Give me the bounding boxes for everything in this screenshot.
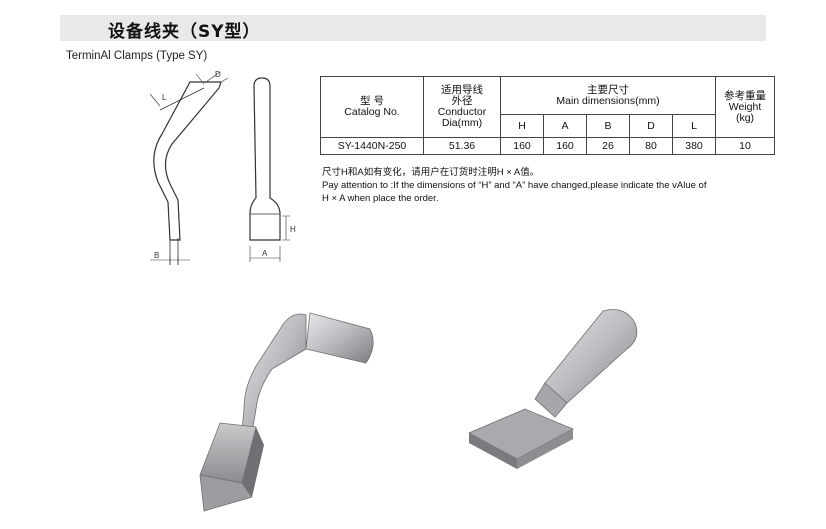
- title-bar: 设备线夹（SY型）: [60, 15, 766, 42]
- header-conductor-cn2: 外径: [451, 95, 473, 107]
- cell-h: 160: [500, 137, 544, 155]
- table-row: SY-1440N-250 51.36 160 160 26 80 380 10: [320, 137, 775, 155]
- dim-label-l: L: [162, 93, 167, 102]
- page-title: 设备线夹（SY型）: [108, 22, 261, 42]
- header-conductor: 适用导线 外径 Conductor Dia(mm): [423, 76, 501, 138]
- dim-label-d: D: [215, 70, 221, 79]
- technical-drawing: L D H A B: [149, 70, 296, 265]
- order-notes: 尺寸H和A如有变化，请用户在订货时注明H × A值。 Pay attention…: [322, 166, 762, 205]
- header-conductor-en2: Dia(mm): [441, 117, 483, 129]
- dim-label-b: B: [154, 251, 159, 260]
- note-en-2: H × A when place the order.: [322, 193, 439, 204]
- note-cn: 尺寸H和A如有变化，请用户在订货时注明H × A值。: [322, 167, 540, 178]
- cell-l: 380: [672, 137, 716, 155]
- header-dim-h: H: [500, 114, 544, 138]
- header-dim-a: A: [543, 114, 587, 138]
- product-photo-straight: [468, 309, 638, 469]
- header-dim-b: B: [586, 114, 630, 138]
- table-subheader-row: H A B D L: [321, 114, 775, 138]
- header-model-en: Catalog No.: [344, 106, 400, 118]
- dim-label-h: H: [290, 225, 296, 234]
- spec-table: 型 号 Catalog No. 适用导线 外径 Conductor Dia(mm…: [320, 76, 775, 155]
- header-dims-en: Main dimensions(mm): [556, 94, 660, 107]
- page-subtitle: TerminAl Clamps (Type SY): [66, 50, 208, 62]
- header-dims-cn: 主要尺寸: [587, 83, 629, 96]
- header-weight: 参考重量 Weight (kg): [715, 76, 775, 138]
- header-weight-cn: 参考重量: [724, 89, 766, 102]
- product-photo-bent: [199, 312, 374, 512]
- header-dim-l: L: [672, 114, 716, 138]
- header-weight-unit: (kg): [735, 111, 755, 124]
- cell-conductor: 51.36: [423, 137, 501, 155]
- cell-b: 26: [586, 137, 630, 155]
- dim-label-a: A: [262, 249, 268, 258]
- cell-a: 160: [543, 137, 587, 155]
- header-model-cn: 型 号: [360, 95, 384, 107]
- header-conductor-en: Conductor: [437, 106, 487, 118]
- cell-d: 80: [629, 137, 673, 155]
- header-weight-en: Weight: [728, 100, 762, 113]
- header-dimensions: 主要尺寸 Main dimensions(mm): [500, 76, 716, 115]
- header-dim-d: D: [629, 114, 673, 138]
- table-header-row: 型 号 Catalog No. 适用导线 外径 Conductor Dia(mm…: [320, 76, 775, 138]
- side-view-outline: [153, 81, 222, 241]
- cell-model: SY-1440N-250: [320, 137, 424, 155]
- cell-weight: 10: [715, 137, 775, 155]
- header-conductor-cn: 适用导线: [441, 84, 483, 96]
- note-en-1: Pay attention to :If the dimensions of “…: [322, 180, 707, 191]
- front-view-outline: [249, 77, 281, 241]
- header-model: 型 号 Catalog No.: [320, 76, 424, 138]
